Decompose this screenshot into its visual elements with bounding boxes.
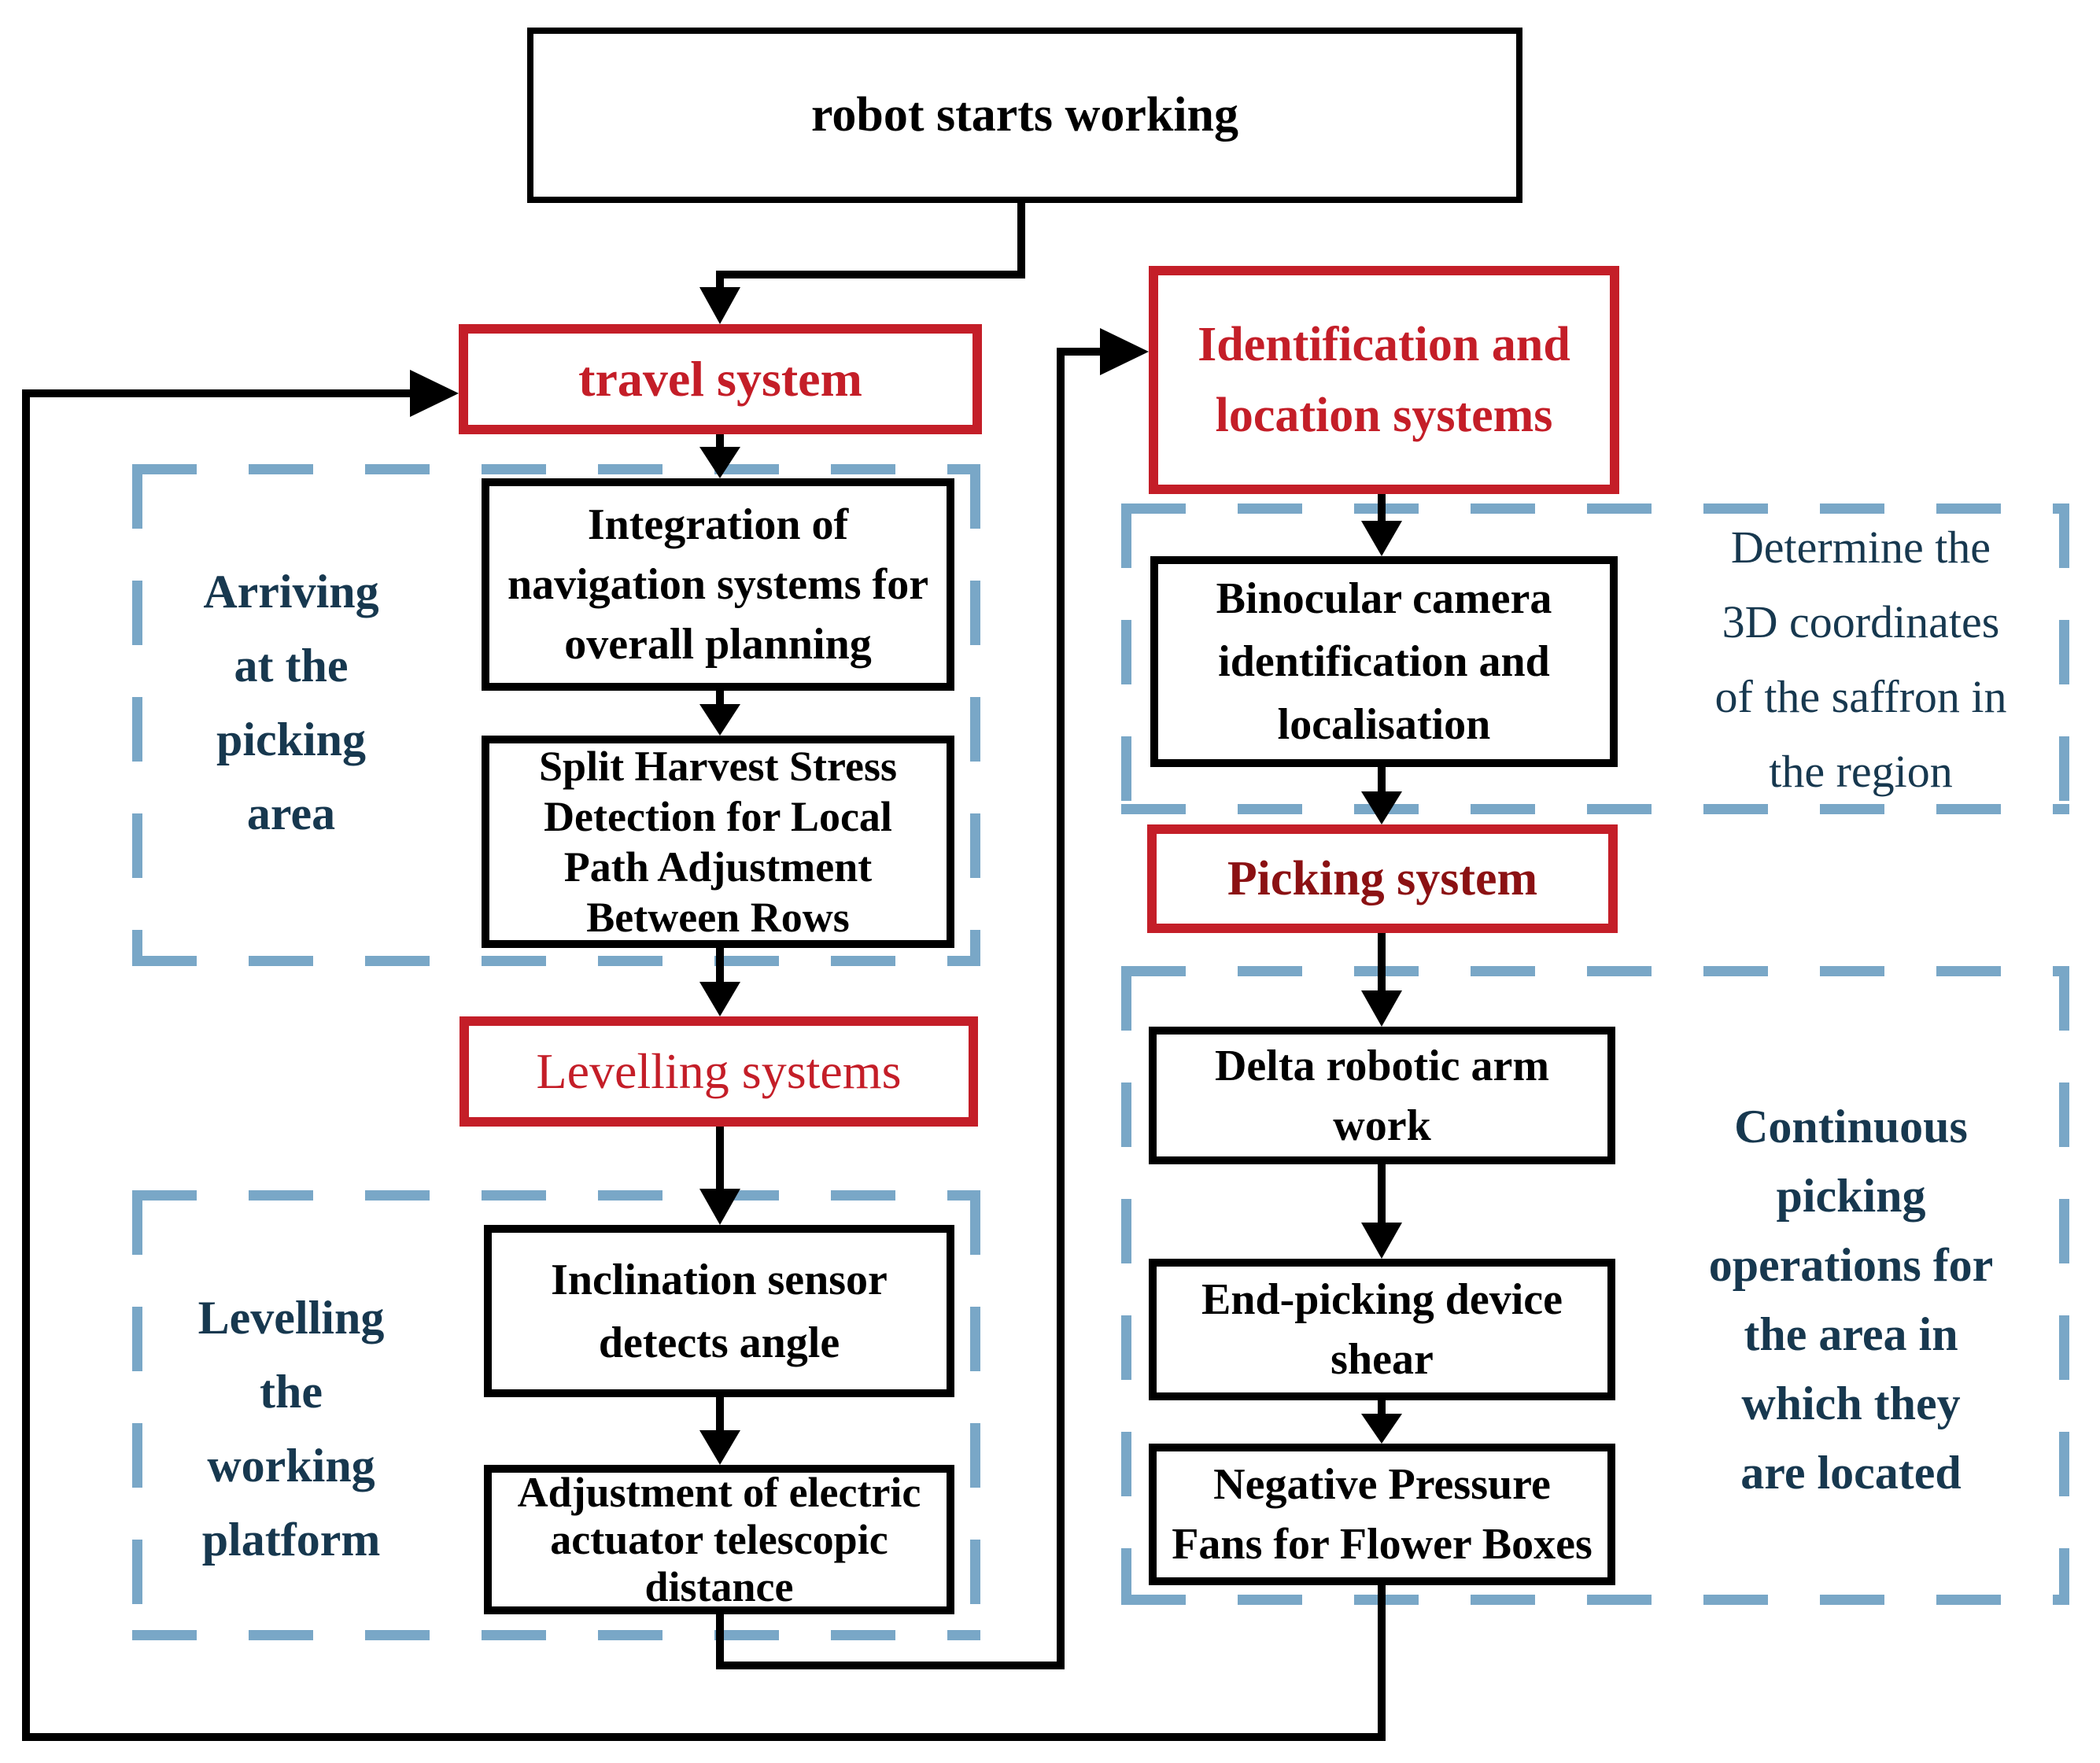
connector-loop-top xyxy=(22,389,410,397)
node-identification-location-systems: Identification and location systems xyxy=(1149,266,1619,494)
connector-split-levelling xyxy=(716,948,724,987)
connector-levelling-inclination xyxy=(716,1127,724,1191)
connector-inclination-adjustment xyxy=(716,1397,724,1433)
label-arriving-picking-area: Arriving at the picking area xyxy=(203,566,379,839)
connector-up-to-identification xyxy=(1057,348,1065,1669)
arrow-down-into-travel-icon xyxy=(699,287,740,324)
connector-identification-binocular xyxy=(1378,494,1386,522)
connector-endpicking-fans xyxy=(1378,1400,1386,1416)
node-binocular-camera: Binocular camera identification and loca… xyxy=(1150,556,1618,767)
node-inclination-sensor: Inclination sensor detects angle xyxy=(484,1225,954,1397)
connector-integration-split xyxy=(716,691,724,706)
connector-fans-down xyxy=(1378,1585,1386,1741)
label-continuous-picking-operations: Continuous picking operations for the ar… xyxy=(1708,1101,1994,1499)
arrow-right-into-identification-icon xyxy=(1100,328,1149,375)
connector-start-travel-stub xyxy=(716,271,724,291)
arrow-down-into-endpicking-icon xyxy=(1361,1223,1402,1259)
arrow-down-into-integration-icon xyxy=(699,447,740,478)
node-end-picking-device: End-picking device shear xyxy=(1149,1259,1615,1400)
connector-adjustment-down xyxy=(716,1614,724,1669)
connector-delta-endpicking xyxy=(1378,1164,1386,1226)
label-levelling-working-platform: Levelling the working platform xyxy=(197,1292,385,1566)
node-negative-pressure-fans: Negative Pressure Fans for Flower Boxes xyxy=(1149,1444,1615,1585)
arrow-down-into-delta-icon xyxy=(1361,990,1402,1027)
arrow-down-into-picking-icon xyxy=(1361,791,1402,824)
arrow-down-into-levelling-icon xyxy=(699,982,740,1016)
node-integration-navigation: Integration of navigation systems for ov… xyxy=(482,478,954,691)
node-levelling-systems: Levelling systems xyxy=(459,1016,978,1127)
connector-binocular-picking xyxy=(1378,767,1386,795)
connector-loop-bottom xyxy=(22,1733,1386,1741)
node-robot-starts-working: robot starts working xyxy=(527,28,1522,203)
connector-loop-left xyxy=(22,389,30,1741)
arrow-down-into-adjustment-icon xyxy=(699,1430,740,1465)
node-adjustment-actuator: Adjustment of electric actuator telescop… xyxy=(484,1465,954,1614)
connector-picking-delta xyxy=(1378,933,1386,993)
arrow-down-into-binocular-icon xyxy=(1361,521,1402,556)
connector-start-travel-horizontal xyxy=(716,271,1025,278)
node-delta-robotic-arm: Delta robotic arm work xyxy=(1149,1027,1615,1164)
connector-travel-integration xyxy=(716,434,724,448)
arrow-down-into-split-icon xyxy=(699,704,740,736)
connector-adjustment-right xyxy=(716,1662,1065,1669)
node-split-harvest-stress: Split Harvest Stress Detection for Local… xyxy=(482,736,954,948)
label-determine-3d-coordinates: Determine the 3D coordinates of the saff… xyxy=(1714,522,2007,797)
arrow-right-into-travel-icon xyxy=(410,370,459,417)
connector-identification-stub xyxy=(1057,348,1102,356)
node-picking-system: Picking system xyxy=(1147,824,1618,933)
node-travel-system: travel system xyxy=(459,324,982,434)
arrow-down-into-fans-icon xyxy=(1361,1414,1402,1444)
connector-start-travel-vertical xyxy=(1017,203,1025,278)
arrow-down-into-inclination-icon xyxy=(699,1189,740,1225)
